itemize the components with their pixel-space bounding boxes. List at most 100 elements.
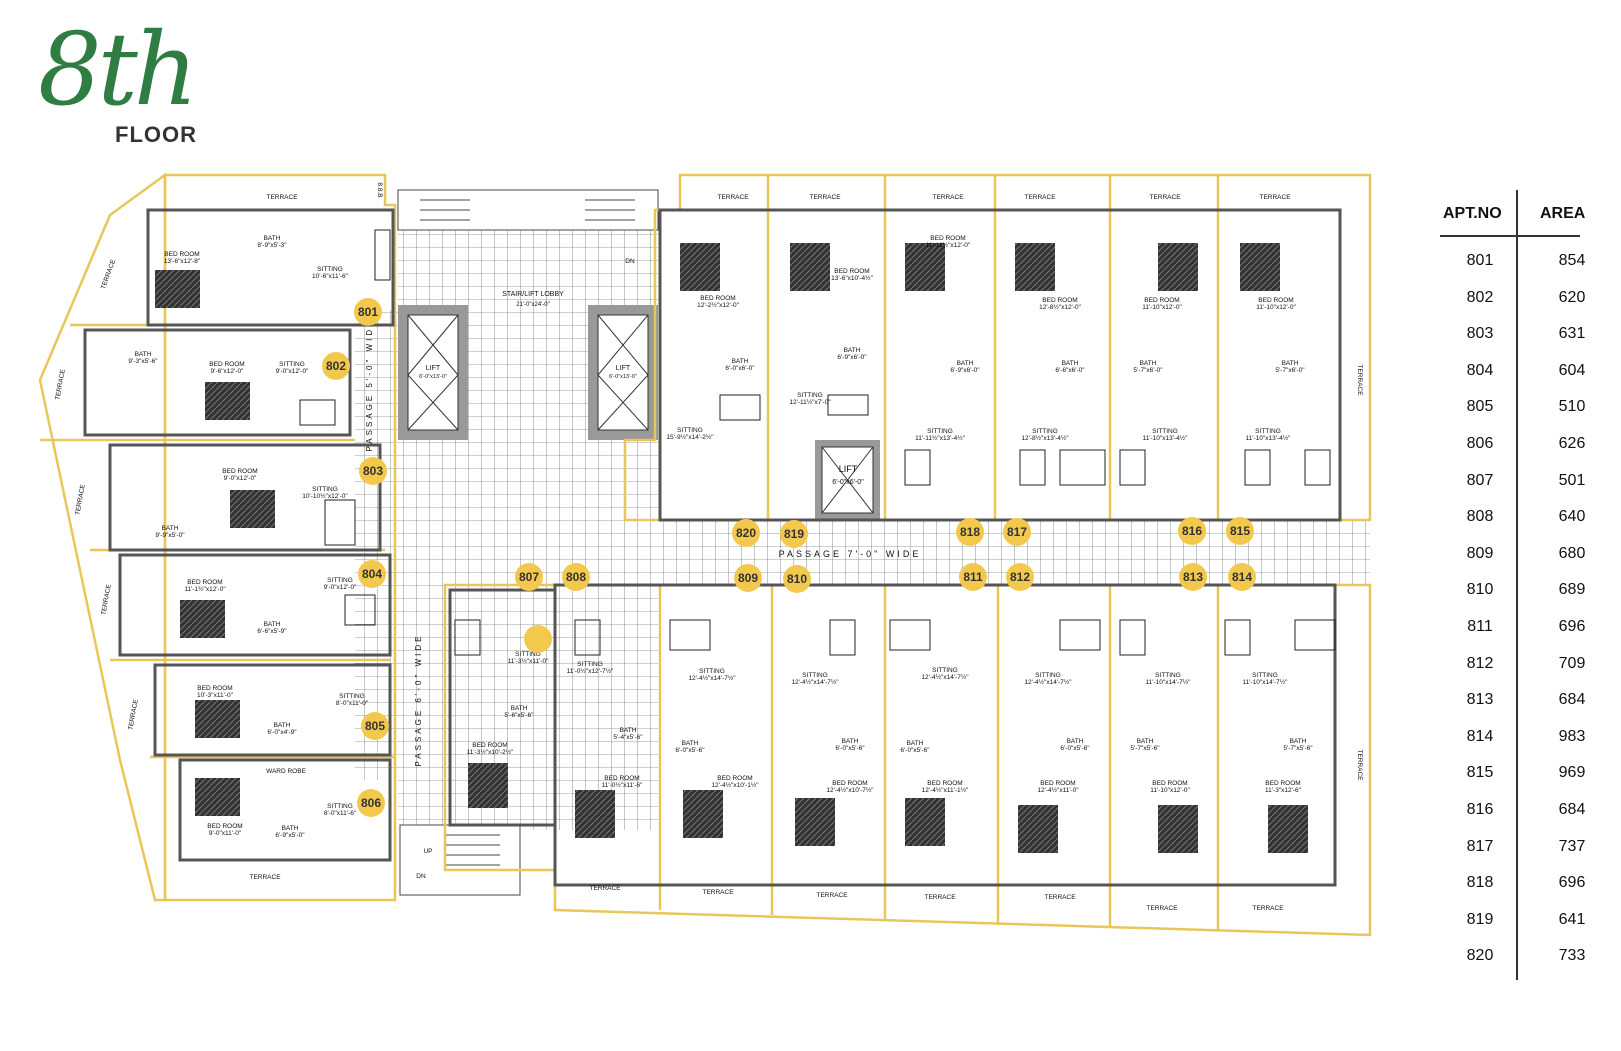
room-label: SITTING — [577, 661, 603, 668]
room-label: BED ROOM — [1040, 780, 1075, 787]
room-dim: 6'-9"x5'-0" — [275, 832, 305, 839]
lift-label: LIFT — [616, 365, 631, 372]
room-dim: 11'-1½"x12'-0" — [184, 585, 226, 593]
apt-number-cell: 802 — [1466, 288, 1494, 306]
room-label: BATH — [1067, 738, 1084, 745]
room-label: BED ROOM — [187, 579, 222, 586]
room-label: SITTING — [932, 667, 958, 674]
area-cell: 620 — [1558, 288, 1586, 306]
room-dim: 12'-4½"x11'-0" — [1037, 786, 1079, 794]
apt-number-cell: 803 — [1466, 325, 1494, 343]
dn-label: DN — [625, 258, 635, 265]
room-label: BATH — [264, 621, 281, 628]
marker-812[interactable]: 812 — [1006, 563, 1034, 591]
marker-802[interactable]: 802 — [322, 352, 350, 380]
lift-dim: 6'-0"x13'-0" — [609, 374, 637, 380]
terrace-label: TERRACE — [924, 894, 956, 901]
room-dim: 10'-3"x11'-0" — [197, 692, 234, 699]
marker-819[interactable]: 819 — [780, 520, 808, 548]
room-dim: 12'-8½"x13'-4½" — [1021, 434, 1069, 442]
room-label: BATH — [907, 740, 924, 747]
room-dim: 11'-10"x13'-4½" — [1246, 434, 1292, 442]
marker-818[interactable]: 818 — [956, 518, 984, 546]
marker-815[interactable]: 815 — [1226, 517, 1254, 545]
room-label: BATH — [511, 705, 528, 712]
room-label: BATH — [682, 740, 699, 747]
marker-804[interactable]: 804 — [358, 560, 386, 588]
room-label: BATH — [842, 738, 859, 745]
area-cell: 854 — [1558, 252, 1586, 269]
terrace-label: TERRACE — [809, 194, 841, 201]
up-label: UP — [423, 848, 432, 855]
terrace-label: TERRACE — [266, 194, 298, 201]
apt-number-cell: 807 — [1466, 471, 1494, 489]
floor-word-title: FLOOR — [115, 122, 197, 147]
marker-820[interactable]: 820 — [732, 519, 760, 547]
area-cell: 640 — [1558, 508, 1586, 526]
lift-left — [398, 305, 468, 440]
room-label: BATH — [274, 722, 291, 729]
floor-number-title: 8th — [38, 11, 198, 128]
svg-text:819: 819 — [784, 527, 804, 541]
marker-817[interactable]: 817 — [1003, 518, 1031, 546]
area-cell: 969 — [1558, 764, 1586, 782]
room-dim: 11'-11½"x12'-0" — [926, 241, 971, 249]
marker-810[interactable]: 810 — [783, 565, 811, 593]
room-dim: 9'-3"x5'-6" — [128, 358, 158, 365]
terrace-label: TERRACE — [702, 889, 734, 896]
terrace-label: TERRACE — [589, 885, 621, 892]
marker-808[interactable]: 808 — [562, 563, 590, 591]
room-dim: 6'-0"x5'-6" — [835, 745, 865, 752]
room-label: BED ROOM — [834, 268, 869, 275]
room-label: SITTING — [797, 392, 823, 399]
svg-text:813: 813 — [1183, 570, 1203, 584]
room-label: BED ROOM — [604, 775, 639, 782]
lift-dim: 6'-0"x6'-0" — [832, 479, 864, 486]
marker-813[interactable]: 813 — [1179, 563, 1207, 591]
svg-text:801: 801 — [358, 305, 378, 319]
apt-number-cell: 808 — [1466, 508, 1494, 526]
room-label: BED ROOM — [197, 685, 232, 692]
svg-text:805: 805 — [365, 719, 385, 733]
room-dim: 12'-4½"x14'-7½" — [921, 673, 969, 681]
apartment-markers[interactable]: 801 802 803 804 805 806 807 808 809 810 … — [322, 298, 1256, 817]
room-dim: 5'-7"x6'-0" — [1275, 367, 1305, 374]
top-stairs — [397, 189, 659, 231]
room-label: SITTING — [1032, 428, 1058, 435]
room-label: SITTING — [927, 428, 953, 435]
room-dim: 6'-9"x6'-0" — [837, 354, 867, 361]
area-cell: 737 — [1558, 837, 1586, 855]
room-label: SITTING — [1252, 672, 1278, 679]
apt-number-cell: 805 — [1466, 398, 1494, 416]
terrace-label: TERRACE — [249, 874, 281, 881]
marker-806[interactable]: 806 — [357, 789, 385, 817]
room-label: SITTING — [1255, 428, 1281, 435]
room-label: BED ROOM — [209, 361, 244, 368]
svg-text:806: 806 — [361, 796, 381, 810]
area-cell: 626 — [1558, 435, 1586, 452]
room-dim: 11'-0½"x11'-6" — [602, 781, 644, 789]
area-header: AREA — [1540, 205, 1586, 222]
marker-805[interactable]: 805 — [361, 712, 389, 740]
plan-labels: TERRACE TERRACE TERRACE TERRACE TERRACE … — [54, 182, 1363, 912]
svg-text:818: 818 — [960, 525, 980, 539]
apt-number-cell: 818 — [1466, 874, 1494, 892]
marker-816[interactable]: 816 — [1178, 517, 1206, 545]
area-cell: 641 — [1558, 910, 1586, 928]
room-dim: 9'-0"x12'-0" — [276, 368, 309, 375]
svg-text:809: 809 — [738, 571, 758, 585]
marker-809[interactable]: 809 — [734, 564, 762, 592]
room-label: BED ROOM — [472, 742, 507, 749]
area-cell: 684 — [1558, 691, 1586, 709]
marker-811[interactable]: 811 — [959, 563, 987, 591]
terrace-label: TERRACE — [1356, 364, 1363, 396]
room-dim: 11'-10"x12'-0" — [1150, 787, 1190, 794]
room-label: BED ROOM — [1144, 297, 1179, 304]
marker-814[interactable]: 814 — [1228, 563, 1256, 591]
area-cell: 983 — [1558, 727, 1586, 745]
room-dim: 12'-11½"x7'-0" — [789, 398, 831, 406]
marker-803[interactable]: 803 — [359, 457, 387, 485]
room-label: BED ROOM — [222, 468, 257, 475]
marker-807[interactable]: 807 — [515, 563, 543, 591]
marker-801[interactable]: 801 — [354, 298, 382, 326]
